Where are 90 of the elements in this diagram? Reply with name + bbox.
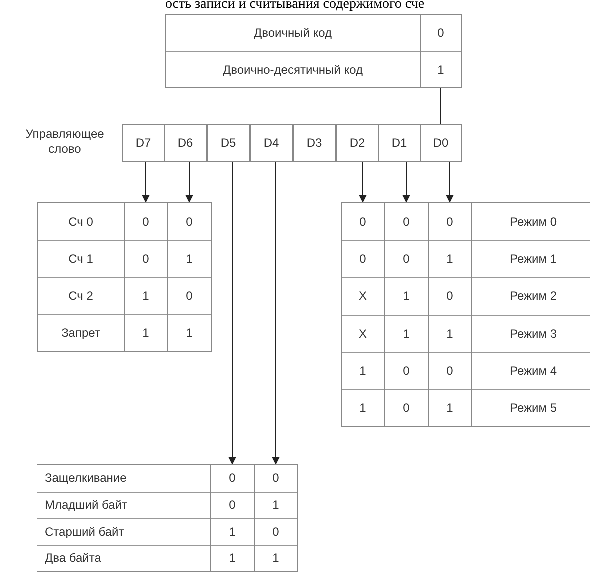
table-cell-text: 0	[272, 471, 280, 486]
bit-name: D1	[392, 136, 408, 150]
table-cell-text: Двоично-десятичный код	[222, 62, 363, 76]
table-cell-text: Режим 4	[510, 364, 557, 378]
table-cell-text: 0	[229, 498, 236, 512]
table-cell-text: 1	[229, 524, 236, 539]
table-cell-text: 1	[142, 289, 150, 303]
arrow	[272, 162, 280, 465]
table-cell-text: Младший байт	[45, 498, 128, 512]
table-cell-text: 1	[446, 252, 454, 266]
bit-name: D2	[350, 136, 366, 150]
arrow	[446, 162, 454, 203]
table-cell-text: Защелкивание	[45, 471, 127, 486]
table-cell-text: 0	[403, 214, 410, 229]
table-cell-text: 0	[142, 252, 150, 266]
bit-name: D3	[306, 136, 322, 150]
table-cell-text: 0	[446, 214, 454, 229]
table-cell-text: Режим 3	[510, 326, 557, 341]
table-cell-text: 1	[438, 62, 444, 76]
table-cell-text: 0	[272, 524, 280, 539]
mode-column	[384, 202, 429, 427]
table-cell-text: Запрет	[62, 326, 100, 340]
table-cell-text: Режим 5	[510, 400, 557, 415]
cropped-heading-text: ость записи и считывания содержимого сче	[164, 0, 426, 13]
read-write-labels	[37, 464, 211, 572]
bit-cell	[250, 124, 293, 162]
table-cell-text: Сч 1	[68, 252, 94, 266]
table-cell-text: 1	[229, 551, 236, 566]
table-cell-text: 0	[403, 400, 410, 415]
table-cell-text: 0	[360, 252, 366, 266]
mode-column	[428, 202, 472, 427]
mode-column	[341, 202, 385, 427]
read-write-column	[254, 464, 298, 572]
arrow	[186, 162, 194, 203]
table-cell-text: 0	[446, 289, 454, 304]
table-cell-text: 1	[360, 364, 366, 378]
table-cell-text: 0	[229, 471, 236, 486]
table-cell-text: 0	[186, 214, 193, 228]
code-table-values	[420, 14, 462, 88]
table-cell-text: Сч 0	[68, 214, 94, 228]
table-cell-text: X	[358, 289, 367, 304]
table-cell-text: 1	[403, 326, 410, 341]
arrow	[142, 162, 150, 203]
bit-cell	[207, 124, 250, 162]
bit-name: D6	[178, 136, 194, 150]
table-cell-text: 0	[360, 214, 366, 229]
bit-name: D5	[220, 136, 236, 150]
bit-name: D7	[136, 136, 152, 150]
table-cell-text: 1	[446, 400, 454, 415]
bit-cell	[164, 124, 207, 162]
bit-cell	[420, 124, 462, 162]
table-cell-text: X	[358, 326, 367, 341]
table-cell-text: Старший байт	[45, 524, 124, 539]
table-cell-text: Двоичный код	[254, 26, 332, 40]
arrow	[228, 162, 236, 465]
table-cell-text: 0	[142, 214, 150, 228]
counter-select-column	[124, 202, 168, 352]
table-cell-text: Режим 0	[510, 214, 557, 229]
table-cell-text: 1	[272, 498, 280, 512]
table-cell-text: 1	[446, 326, 454, 341]
code-table-labels	[165, 14, 421, 88]
counter-select-column	[167, 202, 212, 352]
table-cell-text: 0	[403, 364, 410, 378]
table-cell-text: 1	[186, 326, 193, 340]
bit-cell	[122, 124, 165, 162]
table-cell-text: Сч 2	[68, 289, 94, 303]
connector-line	[440, 88, 442, 124]
bit-cell	[378, 124, 421, 162]
table-cell-text: Режим 2	[510, 289, 557, 304]
table-cell-text: 1	[186, 252, 193, 266]
table-cell-text: 0	[438, 26, 444, 40]
bit-name: D0	[433, 136, 449, 150]
bit-cell	[336, 124, 379, 162]
table-cell-text: 1	[142, 326, 150, 340]
arrow	[359, 162, 367, 203]
read-write-column	[210, 464, 255, 572]
counter-select-labels	[37, 202, 125, 352]
table-cell-text: 1	[403, 289, 410, 304]
table-cell-text: 0	[403, 252, 410, 266]
table-cell-text: Два байта	[45, 551, 102, 566]
table-cell-text: 0	[186, 289, 193, 303]
mode-labels	[471, 202, 590, 427]
table-cell-text: Режим 1	[510, 252, 557, 266]
table-cell-text: 1	[360, 400, 366, 415]
arrow	[402, 162, 410, 203]
table-cell-text: 1	[272, 551, 280, 566]
bit-cell	[293, 124, 336, 162]
table-cell-text: 0	[446, 364, 454, 378]
register-label: Управляющее слово	[24, 127, 106, 157]
bit-name: D4	[264, 136, 280, 150]
